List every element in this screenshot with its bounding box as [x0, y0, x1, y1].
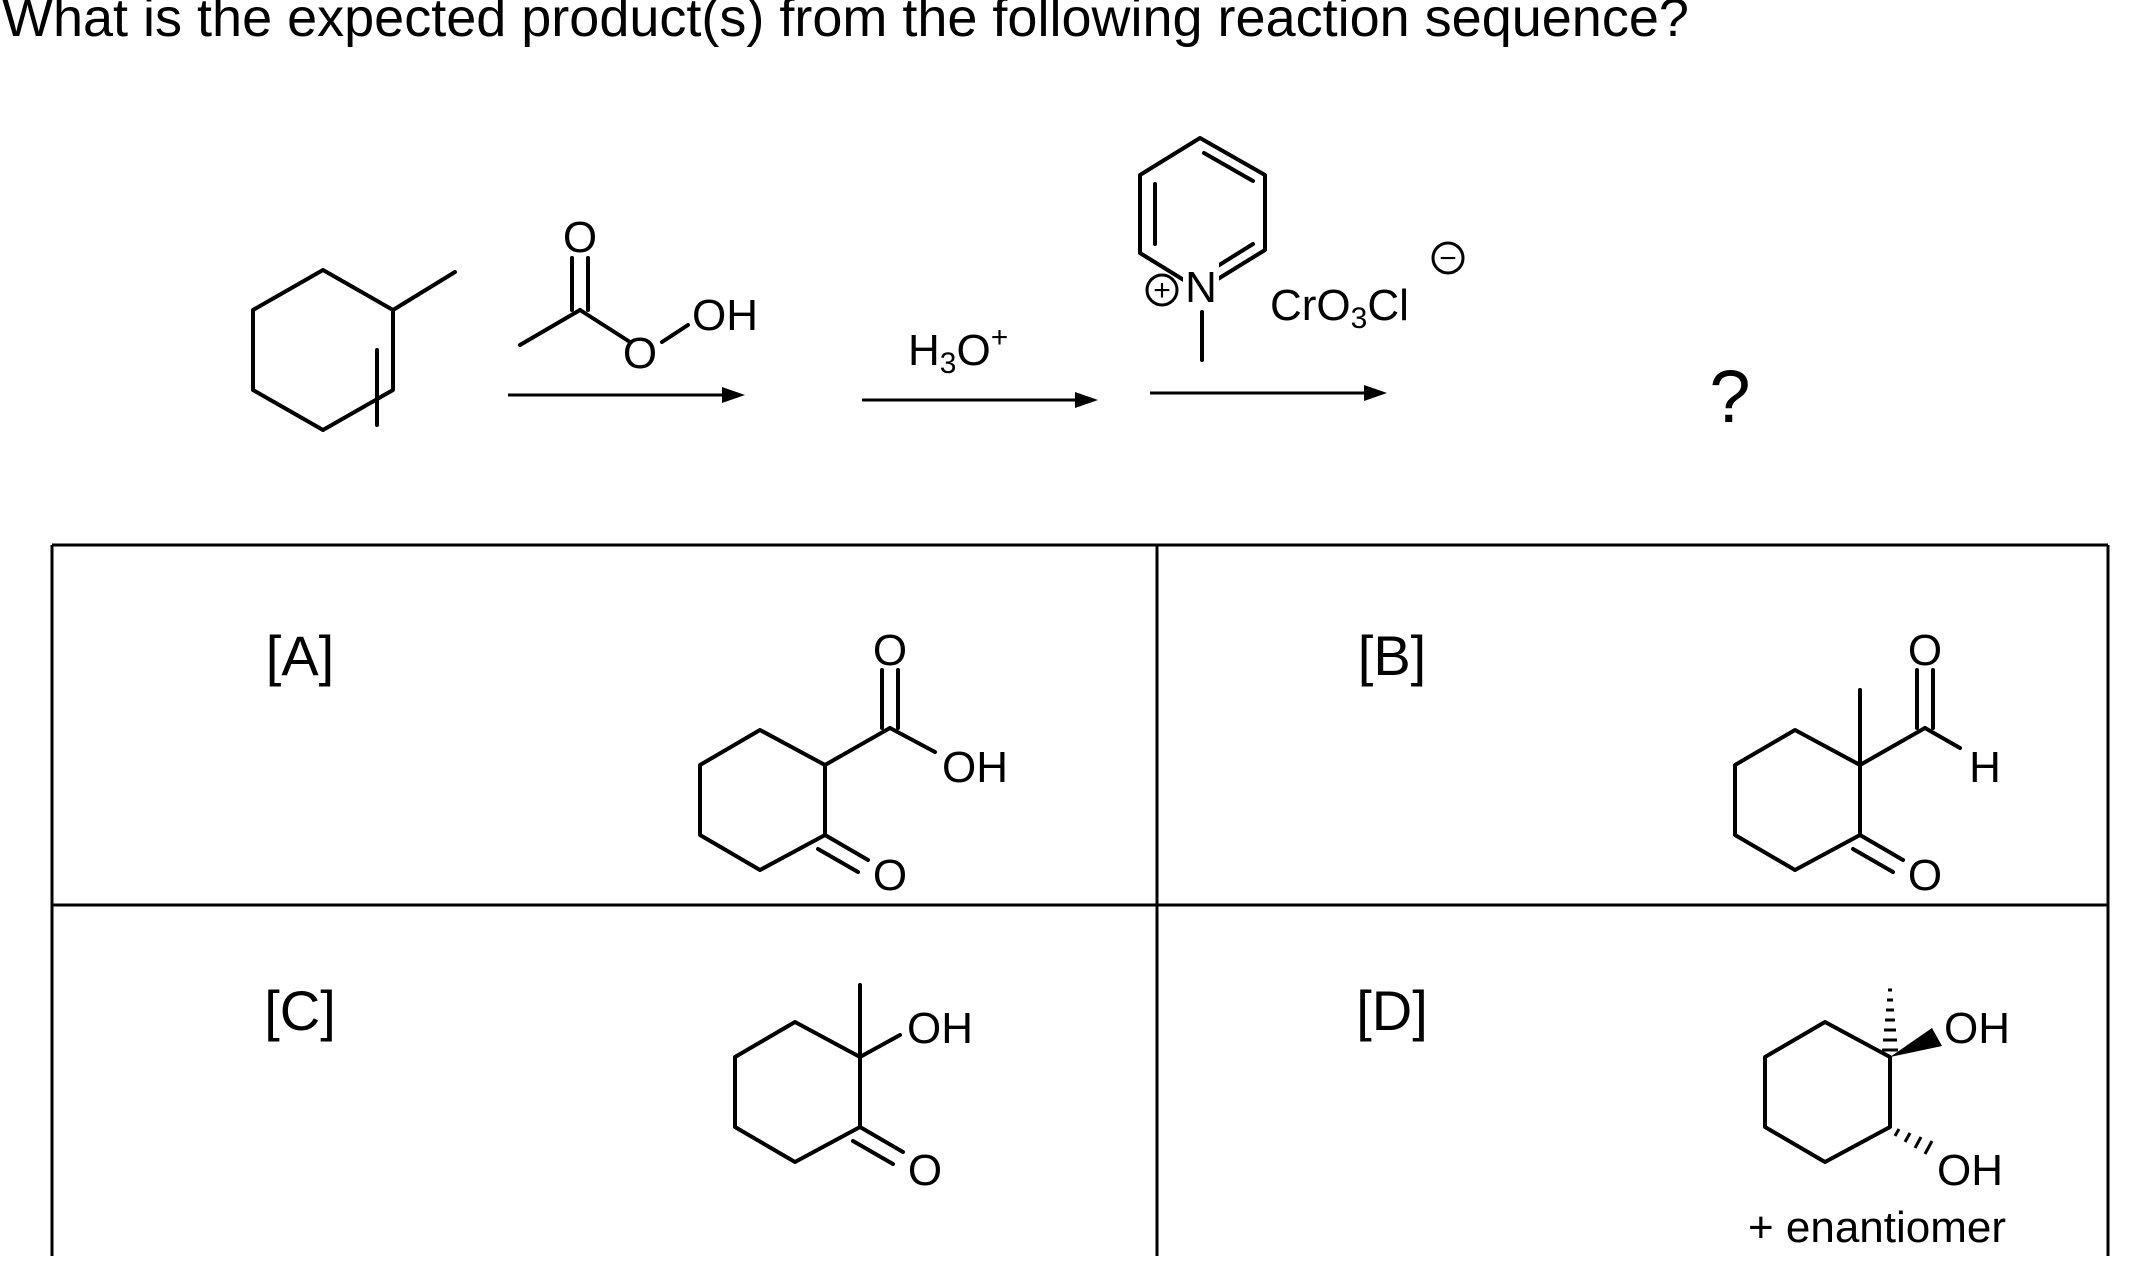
- reaction-arrow-3: [1150, 385, 1387, 401]
- svg-text:CrO3Cl: CrO3Cl: [1270, 281, 1409, 335]
- reagent1-hydroxyl: OH: [692, 291, 758, 340]
- reagent2-sub3: 3: [940, 347, 957, 380]
- pcc-cl: Cl: [1367, 281, 1409, 330]
- pyridinium-nitrogen: N: [1185, 263, 1217, 312]
- choice-a-ketone-oxygen: O: [873, 851, 907, 900]
- reagent2-o: O: [956, 326, 990, 375]
- reagent-hydronium: H3O+: [908, 321, 1008, 380]
- unknown-product-mark: ?: [1709, 355, 1750, 438]
- choice-d-hashed-hydroxyl: [1893, 1128, 1934, 1155]
- answer-grid: [50, 543, 2110, 1256]
- choice-c-label: [C]: [264, 979, 336, 1042]
- reagent2-plus: +: [991, 321, 1009, 354]
- choice-c[interactable]: [C] OH O: [264, 979, 973, 1195]
- choice-a-hydroxyl: OH: [942, 743, 1008, 792]
- choice-b-aldehyde-hydrogen: H: [1969, 743, 2001, 792]
- reagent1-ester-oxygen: O: [623, 329, 657, 378]
- choice-b[interactable]: [B] O H O: [1358, 624, 2001, 900]
- pcc-cro: CrO: [1270, 281, 1351, 330]
- reaction-arrow-2: [862, 392, 1098, 408]
- choice-b-label: [B]: [1358, 624, 1426, 687]
- chlorochromate-negative-charge: [1431, 241, 1465, 275]
- choice-c-hydroxyl: OH: [907, 1004, 973, 1053]
- choice-d-wedge-bond: [1890, 1028, 1942, 1057]
- pyridinium-positive-charge: [1145, 273, 1179, 307]
- starting-material-methylcyclohexene: [251, 268, 457, 432]
- question-text: What is the expected product(s) from the…: [2, 0, 1689, 48]
- choice-a-label: [A]: [266, 624, 334, 687]
- choice-d-label: [D]: [1356, 979, 1428, 1042]
- choice-b-carbonyl-oxygen: O: [1908, 626, 1942, 675]
- reagent1-carbonyl-oxygen: O: [563, 213, 597, 262]
- choice-a[interactable]: [A] O OH O: [266, 624, 1008, 900]
- choice-b-ketone-oxygen: O: [1908, 851, 1942, 900]
- choice-d-hydroxyl-bottom: OH: [1937, 1146, 2003, 1195]
- choice-c-ketone-oxygen: O: [908, 1146, 942, 1195]
- reagent-peracetic-acid: O O OH: [518, 213, 758, 378]
- pcc-sub3: 3: [1351, 302, 1368, 335]
- reagent2-h: H: [908, 326, 940, 375]
- choice-d-hydroxyl-top: OH: [1944, 1004, 2010, 1053]
- reaction-arrow-1: [508, 387, 745, 403]
- reagent-pcc: + N CrO3Cl −: [1138, 136, 1465, 362]
- choice-d-hashed-methyl: [1882, 988, 1898, 1052]
- svg-text:H3O+: H3O+: [908, 321, 1008, 380]
- choice-d-enantiomer-note: + enantiomer: [1748, 1203, 2006, 1252]
- pyridinium-charge-symbol: +: [1153, 274, 1171, 307]
- choice-a-carbonyl-oxygen: O: [873, 626, 907, 675]
- chlorochromate-charge-symbol: −: [1439, 242, 1457, 275]
- choice-d[interactable]: [D] OH OH + enantiomer: [1356, 979, 2010, 1252]
